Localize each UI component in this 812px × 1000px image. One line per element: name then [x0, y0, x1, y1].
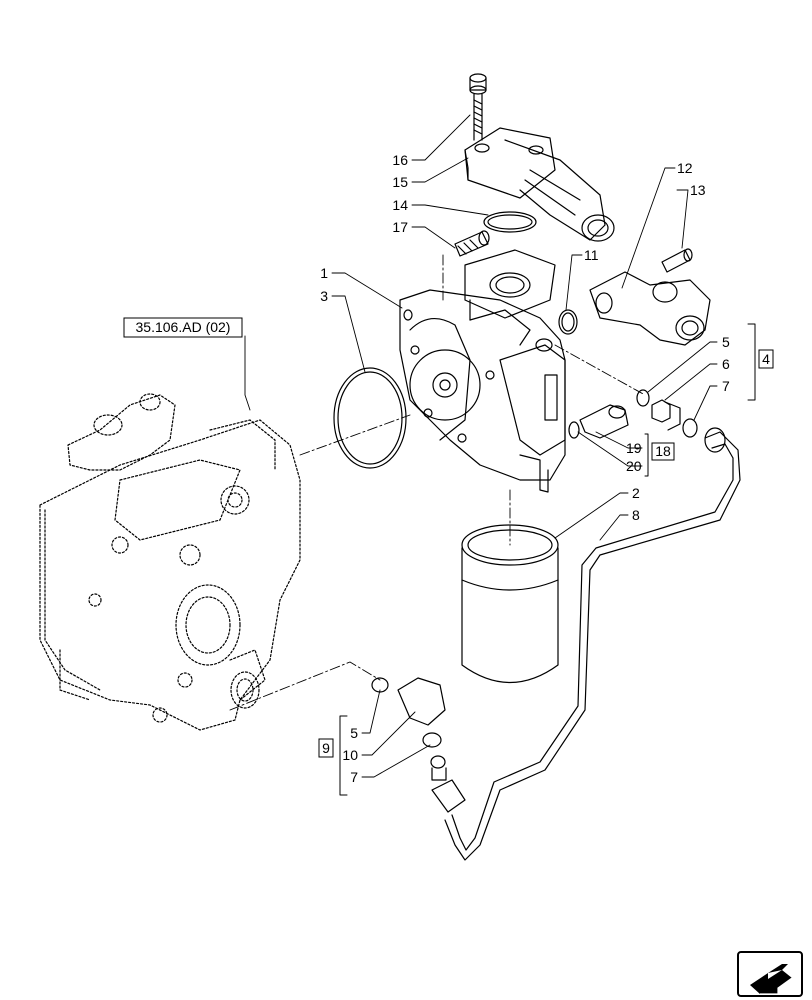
oring-14	[483, 211, 537, 233]
callout-6: 6	[722, 356, 730, 372]
callout-19: 19	[626, 440, 642, 456]
pump-body	[399, 249, 566, 493]
group-box-4[interactable]: 4	[758, 349, 774, 369]
callout-2: 2	[632, 485, 640, 501]
oring-11	[558, 309, 578, 335]
callout-17: 17	[392, 219, 408, 235]
group-label-9: 9	[322, 740, 330, 756]
callout-20: 20	[626, 458, 642, 474]
transmission-housing	[39, 393, 301, 731]
flange-part	[464, 127, 615, 242]
group-label-18: 18	[655, 443, 671, 459]
callout-labels-lower: 5 10 7	[342, 725, 358, 785]
callout-16: 16	[392, 152, 408, 168]
leader-lines	[244, 114, 718, 778]
reference-label: 35.106.AD (02)	[136, 319, 231, 335]
callout-5-right: 5	[722, 334, 730, 350]
group-box-9[interactable]: 9	[318, 738, 334, 758]
lower-fittings	[371, 677, 447, 781]
callout-labels: 16 15 14 17 1 3	[320, 152, 408, 304]
screw-13	[661, 248, 693, 273]
reference-box[interactable]: 35.106.AD (02)	[123, 317, 243, 338]
elbow-fitting	[568, 404, 629, 439]
callout-11: 11	[584, 247, 599, 263]
hydraulic-tube	[431, 427, 741, 861]
group-label-4: 4	[762, 351, 770, 367]
callout-3: 3	[320, 288, 328, 304]
callout-15: 15	[392, 174, 408, 190]
callout-10: 10	[342, 747, 358, 763]
next-page-arrow-icon[interactable]	[737, 951, 803, 997]
group-box-18[interactable]: 18	[651, 442, 675, 461]
fittings-right	[636, 389, 698, 438]
callout-1: 1	[320, 265, 328, 281]
adapter-12	[589, 271, 711, 346]
callout-8: 8	[632, 507, 640, 523]
callout-5-lower: 5	[350, 725, 358, 741]
callout-13: 13	[690, 182, 706, 198]
callout-12: 12	[677, 160, 693, 176]
center-lines	[229, 254, 646, 711]
oring-3	[333, 367, 407, 469]
callout-14: 14	[392, 197, 408, 213]
screw-17	[454, 230, 490, 257]
callout-7-lower: 7	[350, 769, 358, 785]
filter-canister	[461, 524, 559, 683]
group-brackets	[339, 323, 756, 796]
bolt-part	[469, 73, 487, 141]
callout-labels-left-anchor: 12 13 11 5 6 7 19 20 2 8	[584, 160, 730, 523]
callout-7-right: 7	[722, 378, 730, 394]
